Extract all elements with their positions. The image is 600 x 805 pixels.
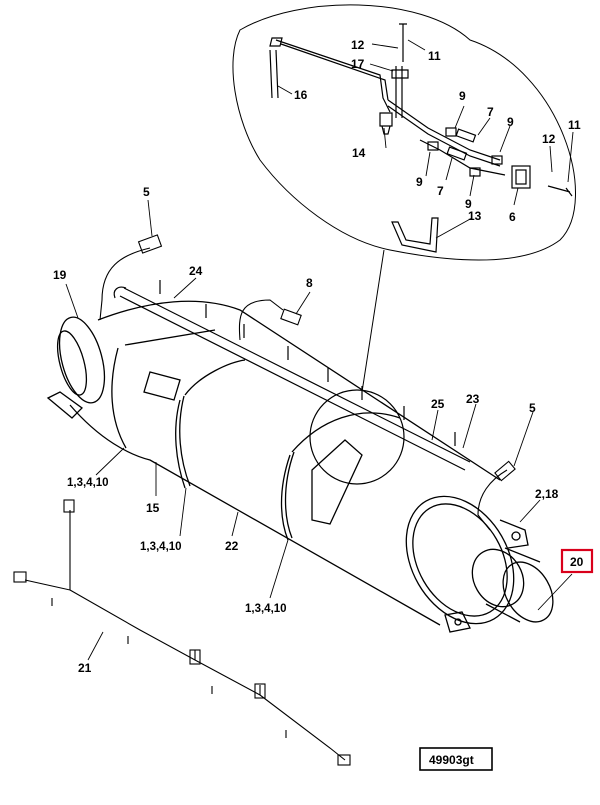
detail-callout-7b: 7 — [437, 184, 444, 198]
figure-id: 49903gt — [429, 753, 474, 767]
detail-callout-11a: 11 — [428, 49, 441, 63]
detail-callout-11b: 11 — [568, 118, 581, 132]
callout-1-3-4-10-left: 1,3,4,10 — [67, 477, 109, 489]
callout-24: 24 — [189, 264, 203, 278]
callout-21: 21 — [78, 661, 92, 675]
callout-8: 8 — [306, 276, 313, 290]
detail-callout-12a: 12 — [351, 38, 365, 52]
callout-5-right: 5 — [529, 401, 536, 415]
detail-callout-9d: 9 — [465, 197, 472, 211]
callout-2-18: 2,18 — [535, 487, 559, 501]
detail-callout-9b: 9 — [507, 115, 514, 129]
detail-bubble — [232, 4, 576, 261]
callout-1-3-4-10-bottom: 1,3,4,10 — [245, 603, 287, 615]
detail-callout-9a: 9 — [459, 89, 466, 103]
wire-harness-top — [99, 234, 516, 531]
callout-23: 23 — [466, 392, 480, 406]
callout-15: 15 — [146, 501, 160, 515]
detail-callout-14: 14 — [352, 146, 366, 160]
callout-20: 20 — [570, 555, 584, 569]
detail-callout-13: 13 — [468, 209, 482, 223]
sensor-tube-detail — [269, 23, 573, 253]
callout-25: 25 — [431, 397, 445, 411]
detail-callout-6: 6 — [509, 210, 516, 224]
detail-callout-7a: 7 — [487, 105, 494, 119]
callout-1-3-4-10-middle: 1,3,4,10 — [140, 541, 182, 553]
callout-5-top: 5 — [143, 185, 150, 199]
wire-harness-21 — [13, 499, 351, 766]
callout-19: 19 — [53, 268, 67, 282]
detail-callout-9c: 9 — [416, 175, 423, 189]
highlight-box-20 — [560, 548, 594, 574]
figure-id-box — [419, 747, 493, 771]
detail-callout-17: 17 — [351, 57, 365, 71]
muffler-assembly — [46, 300, 554, 633]
mounting-rail — [113, 280, 471, 471]
detail-callout-16: 16 — [294, 88, 308, 102]
detail-circle — [309, 389, 405, 485]
detail-callout-12b: 12 — [542, 132, 556, 146]
callout-22: 22 — [225, 539, 239, 553]
